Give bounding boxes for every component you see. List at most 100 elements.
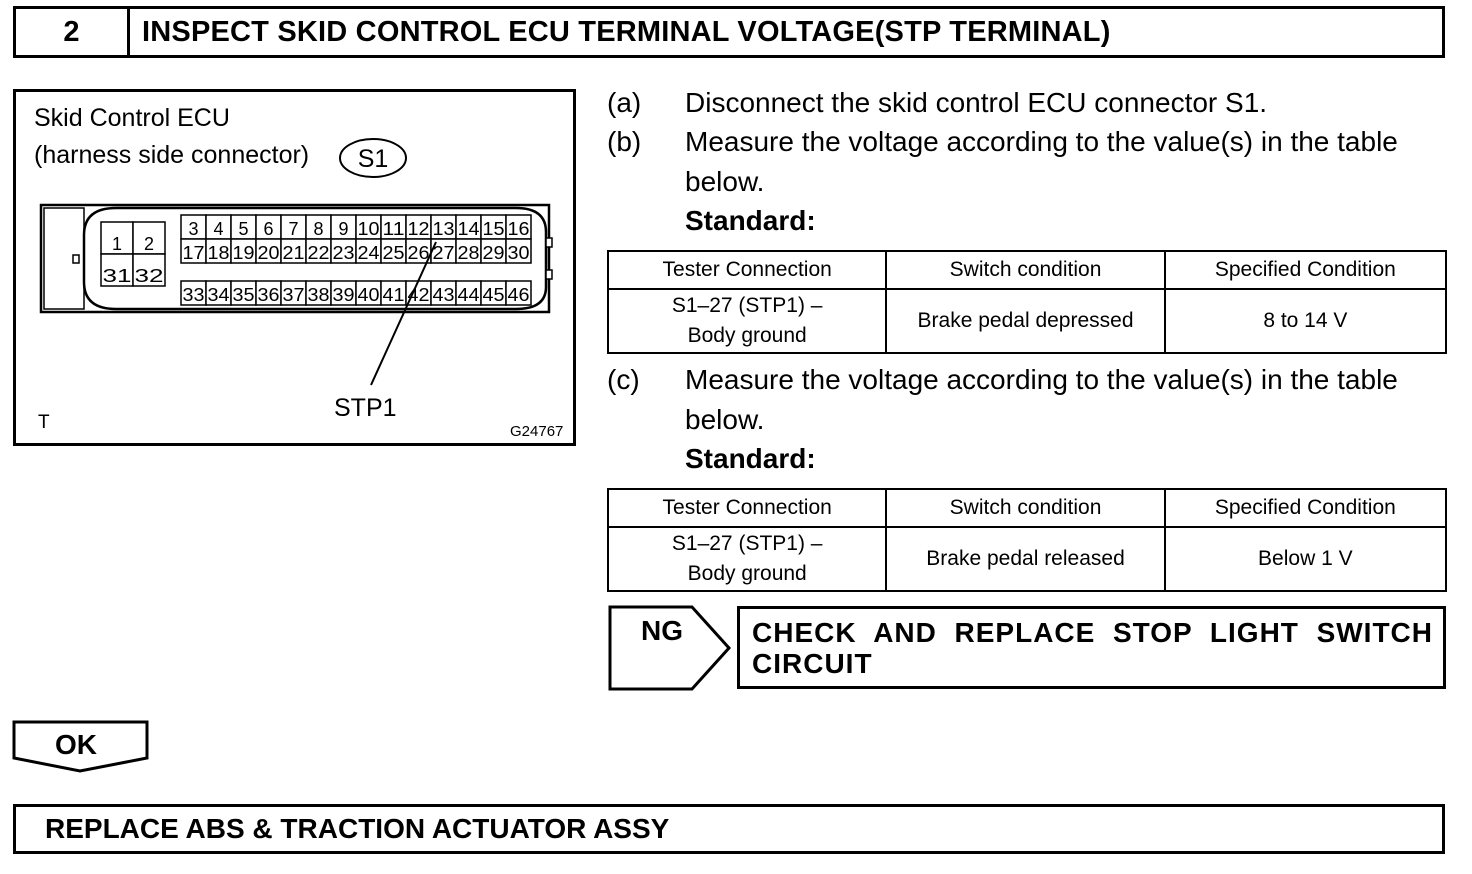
pin-32-cell <box>132 253 166 287</box>
step-b-standard: Standard: <box>685 205 816 236</box>
step-c-line1: Measure the voltage according to the val… <box>685 364 1398 395</box>
tester-connection-cell: S1–27 (STP1) – Body ground <box>606 288 888 354</box>
pin-19: 19 <box>233 243 255 263</box>
stp1-label: STP1 <box>334 394 397 422</box>
figure-title: Skid Control ECU <box>34 104 230 132</box>
table-header: Specified Condition <box>1163 250 1448 290</box>
tester-connection-cell: S1–27 (STP1) – Body ground <box>606 526 888 592</box>
step-title: INSPECT SKID CONTROL ECU TERMINAL VOLTAG… <box>142 15 1111 48</box>
figure-code: G24767 <box>510 423 564 440</box>
pin-29: 29 <box>483 243 505 263</box>
pin-45-cell <box>480 280 507 306</box>
pin-16: 16 <box>508 219 530 239</box>
pin-6: 6 <box>264 219 274 239</box>
connection-line1: S1–27 (STP1) – <box>671 294 823 317</box>
pin-40: 40 <box>358 285 380 305</box>
pin-26-cell <box>405 238 432 264</box>
step-number: 2 <box>16 9 130 55</box>
pin-44: 44 <box>458 285 480 305</box>
pin-23: 23 <box>333 243 355 263</box>
step-a-text: Disconnect the skid control ECU connecto… <box>685 87 1268 118</box>
pin-22-cell <box>305 238 332 264</box>
pin-5-cell <box>230 214 257 240</box>
pin-12-cell <box>405 214 432 240</box>
final-action-box: REPLACE ABS & TRACTION ACTUATOR ASSY <box>13 804 1445 854</box>
pin-10: 10 <box>358 219 380 239</box>
ng-arrow-icon <box>608 605 732 691</box>
connector-figure: Skid Control ECU (harness side connector… <box>13 89 576 446</box>
pin-33-cell <box>180 280 207 306</box>
table-header: Tester Connection <box>606 488 888 528</box>
pin-29-cell <box>480 238 507 264</box>
pin-39: 39 <box>333 285 355 305</box>
pin-17: 17 <box>183 243 205 263</box>
pin-14: 14 <box>458 219 480 239</box>
pin-42: 42 <box>408 285 430 305</box>
ng-action-text: CHECK AND REPLACE STOP LIGHT SWITCH CIRC… <box>752 617 1433 679</box>
pin-25: 25 <box>383 243 405 263</box>
step-header: 2 INSPECT SKID CONTROL ECU TERMINAL VOLT… <box>13 6 1445 58</box>
pin-46: 46 <box>508 285 530 305</box>
pin-3-cell <box>180 214 207 240</box>
specified-condition-cell: Below 1 V <box>1163 526 1448 592</box>
pin-5: 5 <box>239 219 249 239</box>
pin-15-cell <box>480 214 507 240</box>
spec-table-released: Tester Connection Switch condition Speci… <box>606 488 1448 592</box>
pin-35-cell <box>230 280 257 306</box>
pin-37: 37 <box>283 285 305 305</box>
pin-12: 12 <box>408 219 430 239</box>
pin-41: 41 <box>383 285 405 305</box>
connector-id: S1 <box>358 145 389 173</box>
pin-22: 22 <box>308 243 330 263</box>
pin-4: 4 <box>214 219 224 239</box>
ng-action-box: CHECK AND REPLACE STOP LIGHT SWITCH CIRC… <box>737 606 1446 689</box>
pin-1: 1 <box>112 234 122 254</box>
switch-condition-cell: Brake pedal released <box>885 526 1166 592</box>
spec-table-depressed: Tester Connection Switch condition Speci… <box>606 250 1448 354</box>
pin-34: 34 <box>208 285 230 305</box>
pin-21: 21 <box>283 243 305 263</box>
pin-7: 7 <box>289 219 299 239</box>
table-header: Switch condition <box>885 488 1166 528</box>
pin-33: 33 <box>183 285 205 305</box>
pin-45: 45 <box>483 285 505 305</box>
final-action-text: REPLACE ABS & TRACTION ACTUATOR ASSY <box>45 813 670 844</box>
corner-mark: T <box>38 412 50 433</box>
pin-20: 20 <box>258 243 280 263</box>
pin-24: 24 <box>358 243 380 263</box>
connection-line2: Body ground <box>687 324 807 347</box>
connector-id-ellipse <box>339 138 407 178</box>
step-c-letter: (c) <box>607 364 640 395</box>
pin-44-cell <box>455 280 482 306</box>
ng-label: NG <box>641 615 683 646</box>
pin-23-cell <box>330 238 357 264</box>
pin-18: 18 <box>208 243 230 263</box>
step-c-standard: Standard: <box>685 443 816 474</box>
pin-31: 31 <box>103 266 132 286</box>
pin-46-cell <box>505 280 532 306</box>
pin-8: 8 <box>314 219 324 239</box>
switch-condition-cell: Brake pedal depressed <box>885 288 1166 354</box>
pin-36: 36 <box>258 285 280 305</box>
pin-43: 43 <box>433 285 455 305</box>
step-b-letter: (b) <box>607 126 642 157</box>
pin-30-cell <box>505 238 532 264</box>
pin-20-cell <box>255 238 282 264</box>
pin-34-cell <box>205 280 232 306</box>
table-header: Tester Connection <box>606 250 888 290</box>
pin-13: 13 <box>433 219 455 239</box>
pin-3: 3 <box>189 219 199 239</box>
pin-27: 27 <box>433 243 455 263</box>
ok-arrow-icon <box>12 720 149 773</box>
table-header: Specified Condition <box>1163 488 1448 528</box>
pin-18-cell <box>205 238 232 264</box>
figure-subtitle: (harness side connector) <box>34 141 310 169</box>
pin-15: 15 <box>483 219 505 239</box>
pin-26: 26 <box>408 243 430 263</box>
step-b-line1: Measure the voltage according to the val… <box>685 126 1398 157</box>
pin-14-cell <box>455 214 482 240</box>
pin-11: 11 <box>383 219 405 239</box>
pin-11-cell <box>380 214 407 240</box>
pin-35: 35 <box>233 285 255 305</box>
